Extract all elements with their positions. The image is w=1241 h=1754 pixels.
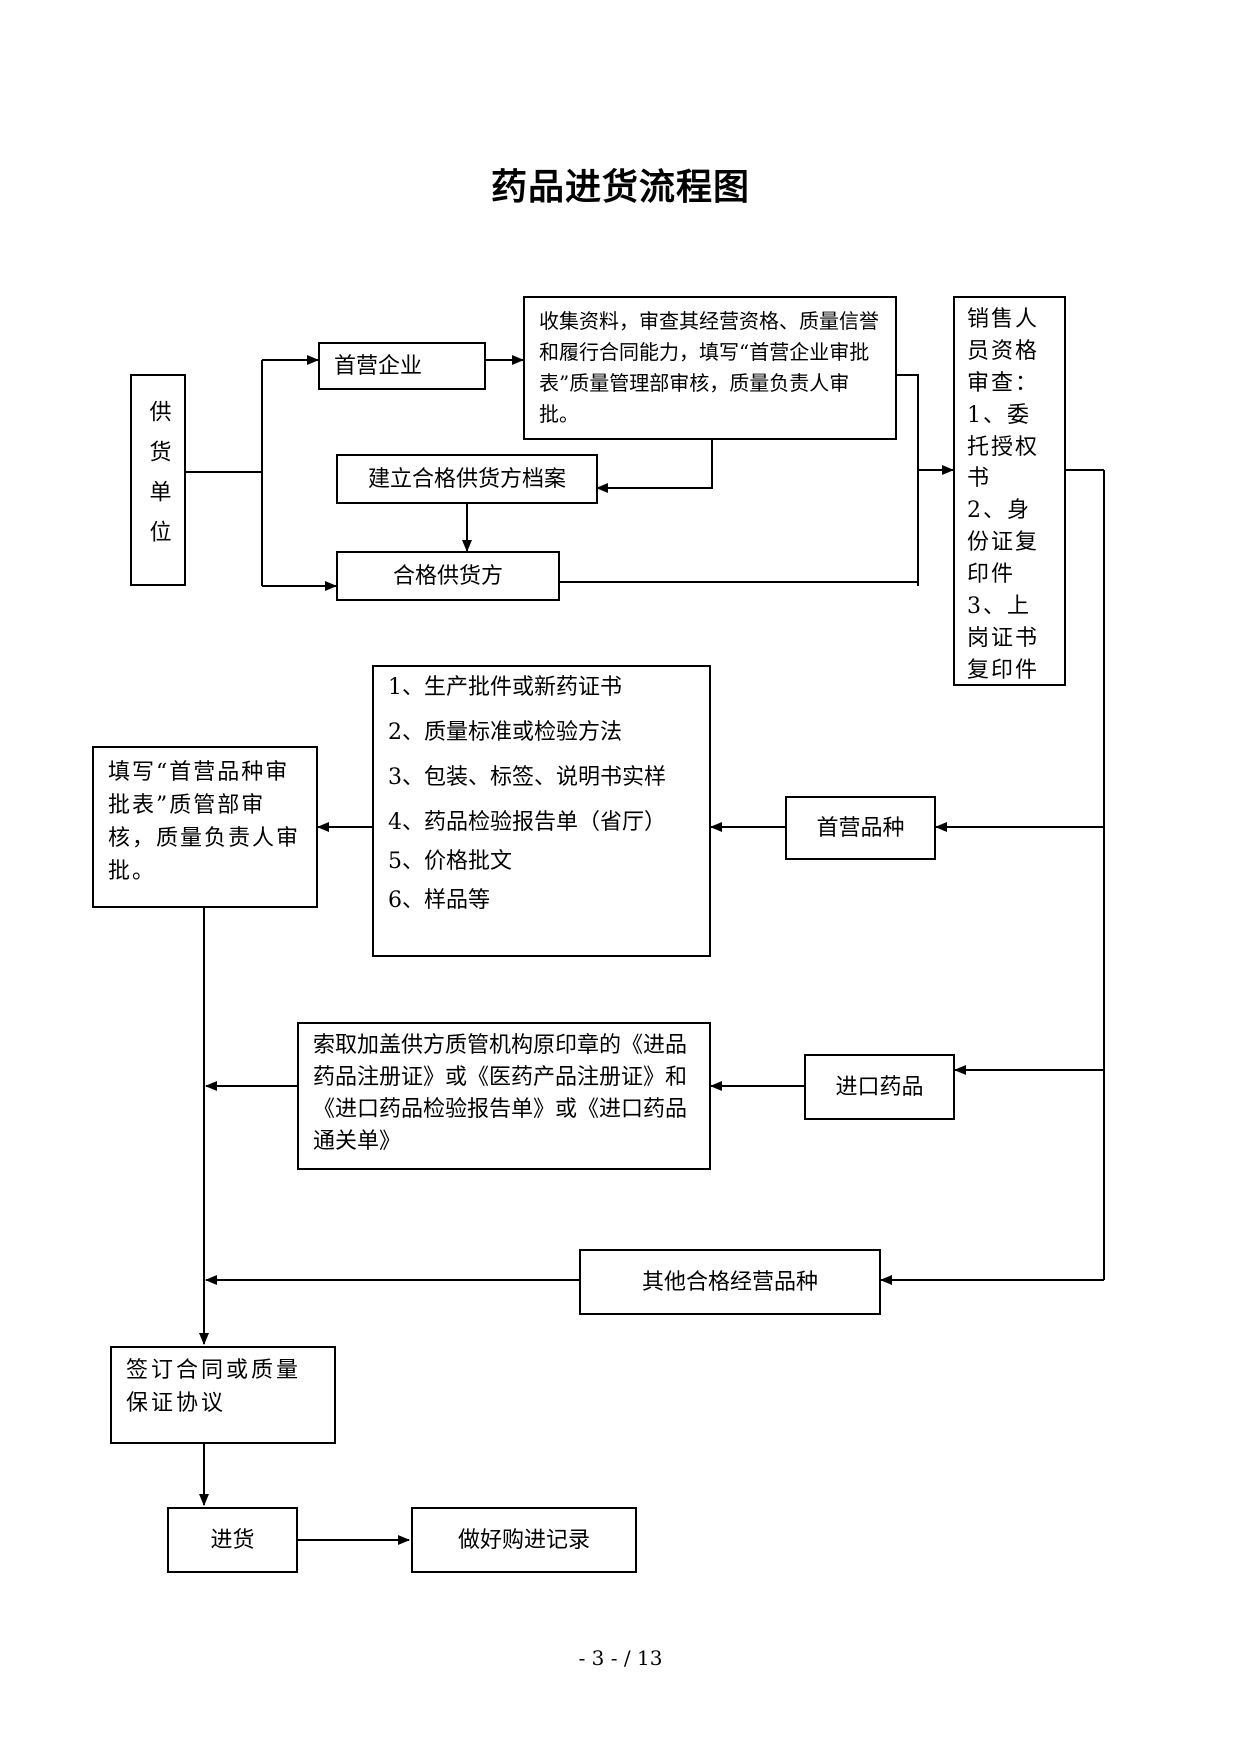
required-docs-item: 1、生产批件或新药证书 xyxy=(388,675,622,700)
node-first-variety: 首营品种 xyxy=(785,796,936,860)
required-docs-item: 4、药品检验报告单（省厅） xyxy=(388,810,666,835)
sales-check-line: 3、上岗证书复印件 xyxy=(967,594,1040,683)
node-first-enterprise: 首营企业 xyxy=(318,342,486,390)
sales-check-line: 销售人员资格审查： xyxy=(967,307,1040,396)
node-sign-contract: 签订合同或质量保证协议 xyxy=(110,1346,336,1444)
connector-collect-right xyxy=(897,374,919,586)
node-first-enterprise-label: 首营企业 xyxy=(334,353,423,379)
arrow-to-archive xyxy=(596,440,713,493)
required-docs-item: 2、质量标准或检验方法 xyxy=(388,720,622,745)
node-purchase: 进货 xyxy=(167,1507,298,1573)
required-docs-item: 5、价格批文 xyxy=(388,849,512,874)
required-docs-item: 6、样品等 xyxy=(388,888,490,913)
node-required-docs: 1、生产批件或新药证书 2、质量标准或检验方法 3、包装、标签、说明书实样 4、… xyxy=(372,665,711,957)
node-collect-info: 收集资料，审查其经营资格、质量信誉和履行合同能力，填写“首营企业审批表”质量管理… xyxy=(523,296,897,440)
node-sales-check: 销售人员资格审查： 1、委托授权书 2、身份证复印件 3、上岗证书复印件 xyxy=(953,296,1066,686)
page-number: - 3 - / 13 xyxy=(578,1646,663,1670)
page-title: 药品进货流程图 xyxy=(490,166,750,208)
sales-check-line: 2、身份证复印件 xyxy=(967,498,1040,588)
node-imported-drugs: 进口药品 xyxy=(804,1054,955,1120)
required-docs-item: 3、包装、标签、说明书实样 xyxy=(388,765,666,790)
node-import-docs: 索取加盖供方质管机构原印章的《进品药品注册证》或《医药产品注册证》和《进口药品检… xyxy=(297,1022,711,1170)
node-qualified-supplier: 合格供货方 xyxy=(336,551,560,601)
node-supplier: 供货单位 xyxy=(130,374,186,586)
node-fill-variety-form: 填写“首营品种审批表”质管部审核，质量负责人审批。 xyxy=(92,746,318,908)
sales-check-line: 1、委托授权书 xyxy=(967,402,1040,492)
node-build-archive: 建立合格供货方档案 xyxy=(336,454,598,504)
node-record: 做好购进记录 xyxy=(411,1507,637,1573)
node-other-varieties: 其他合格经营品种 xyxy=(579,1249,881,1315)
